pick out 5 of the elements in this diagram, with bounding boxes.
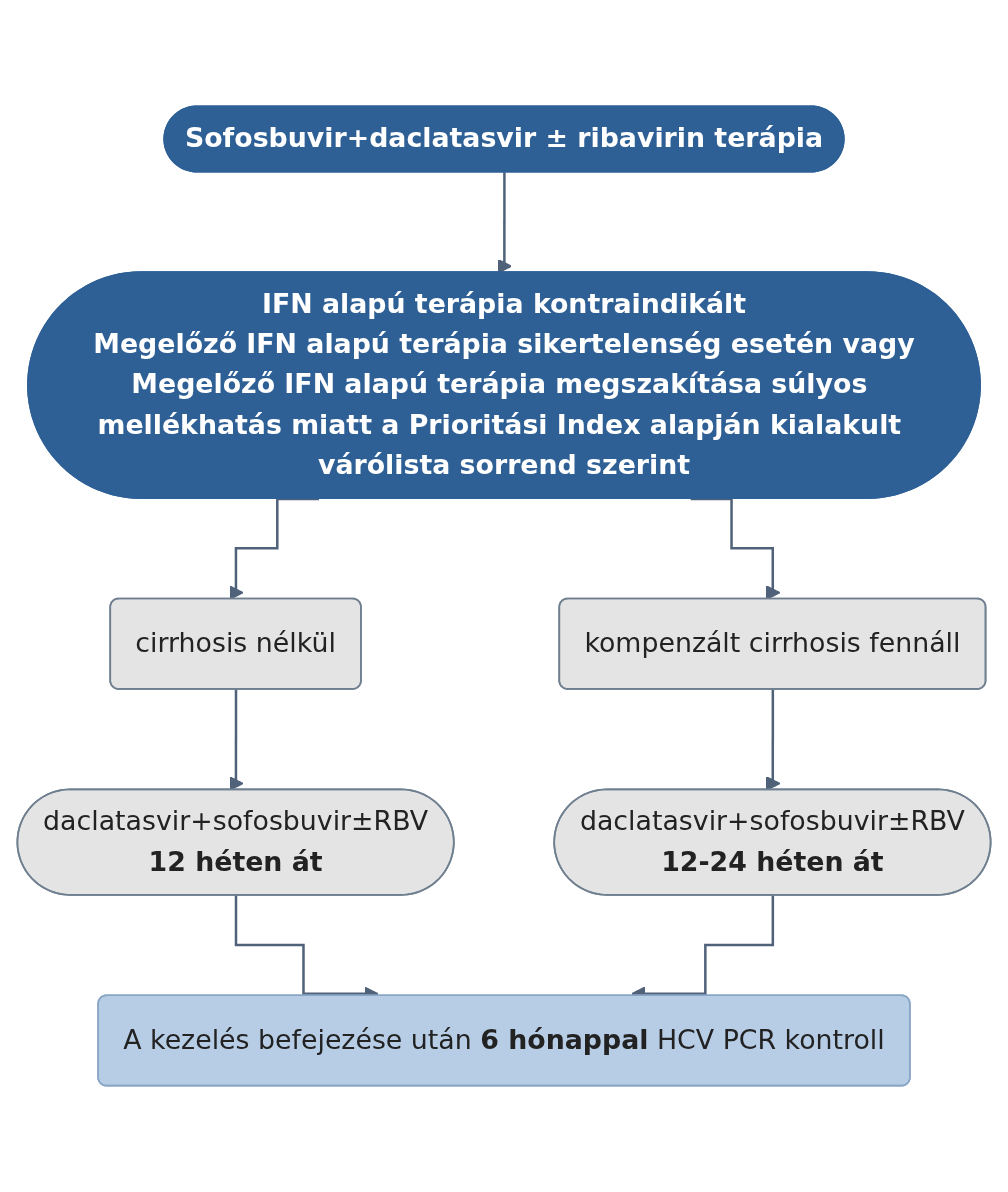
- arrow: [765, 688, 781, 791]
- arrow: [228, 688, 244, 791]
- arrow: [228, 497, 319, 600]
- arrow: [497, 171, 513, 274]
- arrow: [690, 497, 781, 600]
